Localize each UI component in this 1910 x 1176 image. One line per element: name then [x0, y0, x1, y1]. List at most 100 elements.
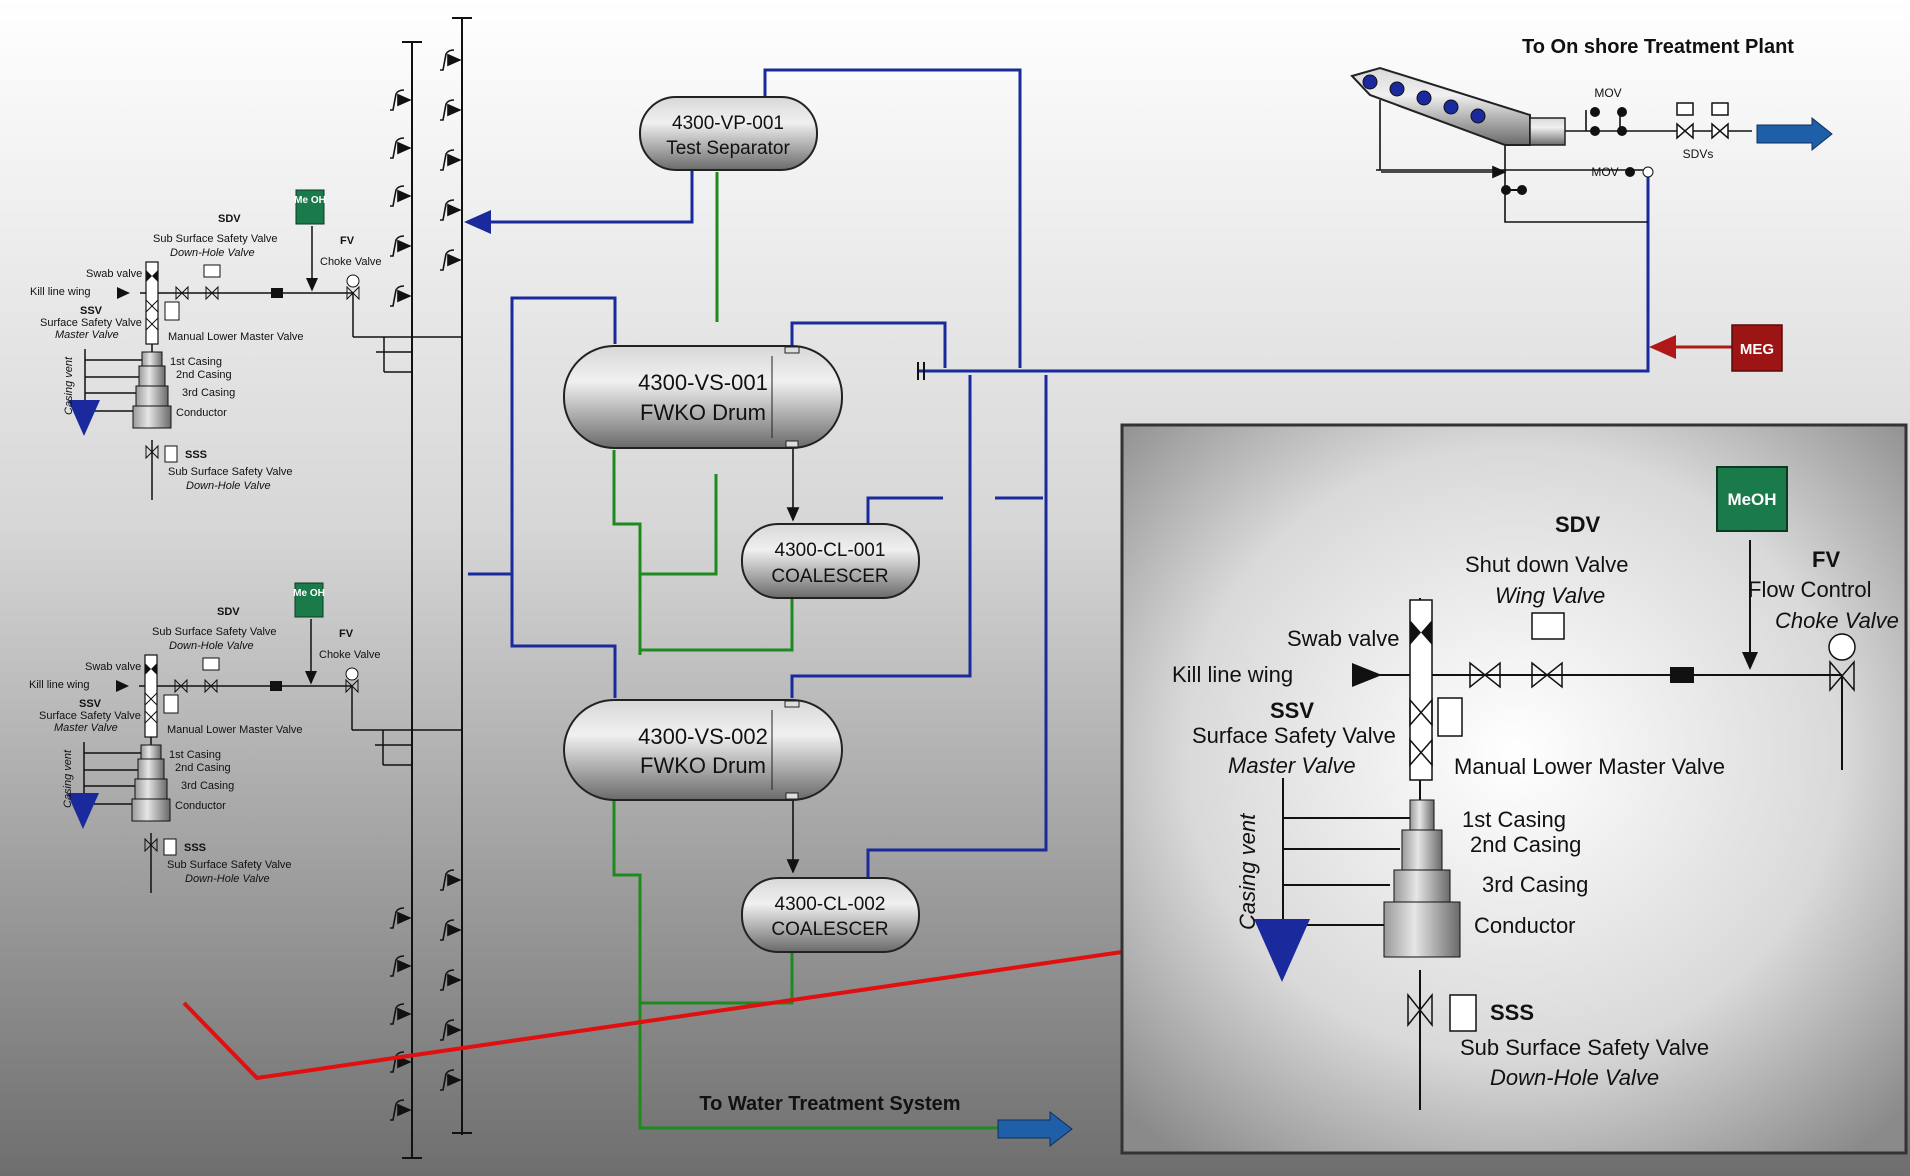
detail-sdv-sub: Shut down Valve [1465, 552, 1628, 577]
fwko-drum-2-tag: 4300-VS-002 [638, 724, 768, 749]
detail-fv-sub2: Choke Valve [1775, 608, 1899, 633]
fwko-drum-1[interactable]: 4300-VS-001 FWKO Drum [563, 345, 843, 449]
relief-valve-icon [390, 955, 405, 977]
wh-sss-sub: Sub Surface Safety Valve [167, 859, 292, 871]
mov-valves[interactable] [1501, 107, 1654, 195]
wh-casing-vent: Casing vent [63, 356, 75, 415]
wh-ssv: SSV [79, 698, 102, 710]
wh-choke: Choke Valve [319, 649, 381, 661]
wh-casing1: 1st Casing [170, 356, 222, 368]
relief-valve-icon [440, 919, 455, 941]
wellhead-detail-inset: MeOH SDV Shut down Valve Wing Valve FV F… [1120, 423, 1908, 1155]
fwko-drum-2-name: FWKO Drum [640, 753, 766, 778]
relief-valve-icon [390, 89, 405, 111]
coalescer-2[interactable]: 4300-CL-002 COALESCER [741, 877, 920, 953]
relief-valve-icon [440, 49, 455, 71]
detail-sss-sub2: Down-Hole Valve [1490, 1065, 1659, 1090]
wh-sdv-sub2: Down-Hole Valve [170, 247, 255, 259]
detail-sss: SSS [1490, 1000, 1534, 1025]
pig-launcher[interactable] [1350, 66, 1566, 146]
test-separator[interactable]: 4300-VP-001 Test Separator [639, 96, 818, 171]
relief-valve-icon [390, 907, 405, 929]
wh-sss-sub: Sub Surface Safety Valve [168, 466, 293, 478]
onshore-label: To On shore Treatment Plant [1522, 36, 1794, 58]
wh-casing-vent: Casing vent [62, 749, 74, 808]
detail-conductor: Conductor [1474, 913, 1576, 938]
relief-valves-lower [390, 869, 462, 1121]
sdvs-label: SDVs [1683, 147, 1714, 161]
wh-swab: Swab valve [85, 661, 141, 673]
coalescer-1[interactable]: 4300-CL-001 COALESCER [741, 523, 920, 599]
coalescer-2-name: COALESCER [771, 919, 888, 940]
relief-valve-icon [440, 1069, 455, 1091]
wh-sdv-sub2: Down-Hole Valve [169, 640, 254, 652]
callout-line [182, 950, 1123, 1081]
meoh-label: Me OH [293, 588, 325, 599]
wh-ssv-sub2: Master Valve [55, 329, 119, 341]
detail-meoh-label: MeOH [1727, 490, 1776, 509]
wh-casing1: 1st Casing [169, 749, 221, 761]
detail-casing3: 3rd Casing [1482, 872, 1588, 897]
wh-sss-sub2: Down-Hole Valve [185, 873, 270, 885]
wh-ssv: SSV [80, 305, 103, 317]
detail-sdv: SDV [1555, 512, 1601, 537]
wh-casing2: 2nd Casing [175, 762, 231, 774]
coalescer-2-tag: 4300-CL-002 [775, 894, 886, 915]
detail-ssv-sub2: Master Valve [1228, 753, 1356, 778]
coalescer-1-tag: 4300-CL-001 [775, 540, 886, 561]
wh-choke: Choke Valve [320, 256, 382, 268]
detail-ssv-sub: Surface Safety Valve [1192, 723, 1396, 748]
detail-manual-lower: Manual Lower Master Valve [1454, 754, 1725, 779]
wh-kill: Kill line wing [29, 679, 90, 691]
wh-conductor: Conductor [176, 407, 227, 419]
wh-sdv: SDV [218, 213, 241, 225]
coalescer-1-name: COALESCER [771, 566, 888, 587]
detail-sdv-sub2: Wing Valve [1495, 583, 1605, 608]
relief-valve-icon [440, 869, 455, 891]
wh-sdv-sub: Sub Surface Safety Valve [152, 626, 277, 638]
wellhead-upper[interactable]: Me OH SDV Sub Surface Safety Valve Down-… [30, 189, 462, 500]
relief-valve-icon [440, 149, 455, 171]
wh-swab: Swab valve [86, 268, 142, 280]
relief-valve-icon [390, 285, 405, 307]
detail-swab: Swab valve [1287, 626, 1400, 651]
header-tie-in [917, 362, 925, 380]
sdv-valves[interactable] [1676, 102, 1729, 140]
wh-sdv: SDV [217, 606, 240, 618]
meoh-label: Me OH [294, 195, 326, 206]
wh-sss-sub2: Down-Hole Valve [186, 480, 271, 492]
wh-sdv-sub: Sub Surface Safety Valve [153, 233, 278, 245]
wh-fv: FV [339, 628, 354, 640]
flare-header [402, 17, 472, 1159]
detail-casing1: 1st Casing [1462, 807, 1566, 832]
wh-casing3: 3rd Casing [181, 780, 234, 792]
wellhead-lower[interactable]: Me OH SDV Sub Surface Safety Valve Down-… [29, 582, 461, 893]
relief-valve-icon [440, 969, 455, 991]
fwko-drum-2[interactable]: 4300-VS-002 FWKO Drum [563, 699, 843, 801]
mov-label-top: MOV [1594, 86, 1621, 100]
relief-valves-upper [390, 49, 462, 307]
meg-injection[interactable]: MEG [1649, 324, 1783, 372]
water-arrow [997, 1110, 1073, 1148]
onshore-arrow [1756, 116, 1833, 152]
wh-kill: Kill line wing [30, 286, 91, 298]
detail-casing-vent: Casing vent [1235, 813, 1260, 930]
wh-conductor: Conductor [175, 800, 226, 812]
detail-casing2: 2nd Casing [1470, 832, 1581, 857]
wh-ssv-sub: Surface Safety Valve [40, 317, 142, 329]
wh-fv: FV [340, 235, 355, 247]
relief-valve-icon [440, 249, 455, 271]
relief-valve-icon [390, 185, 405, 207]
wh-casing3: 3rd Casing [182, 387, 235, 399]
fwko-drum-1-tag: 4300-VS-001 [638, 370, 768, 395]
relief-valve-icon [440, 199, 455, 221]
relief-valve-icon [440, 1019, 455, 1041]
wh-casing2: 2nd Casing [176, 369, 232, 381]
relief-valve-icon [390, 1003, 405, 1025]
detail-sss-sub: Sub Surface Safety Valve [1460, 1035, 1709, 1060]
relief-valve-icon [390, 1099, 405, 1121]
test-separator-name: Test Separator [666, 138, 790, 159]
wh-ssv-sub2: Master Valve [54, 722, 118, 734]
detail-fv: FV [1812, 547, 1840, 572]
meg-label: MEG [1740, 341, 1774, 358]
